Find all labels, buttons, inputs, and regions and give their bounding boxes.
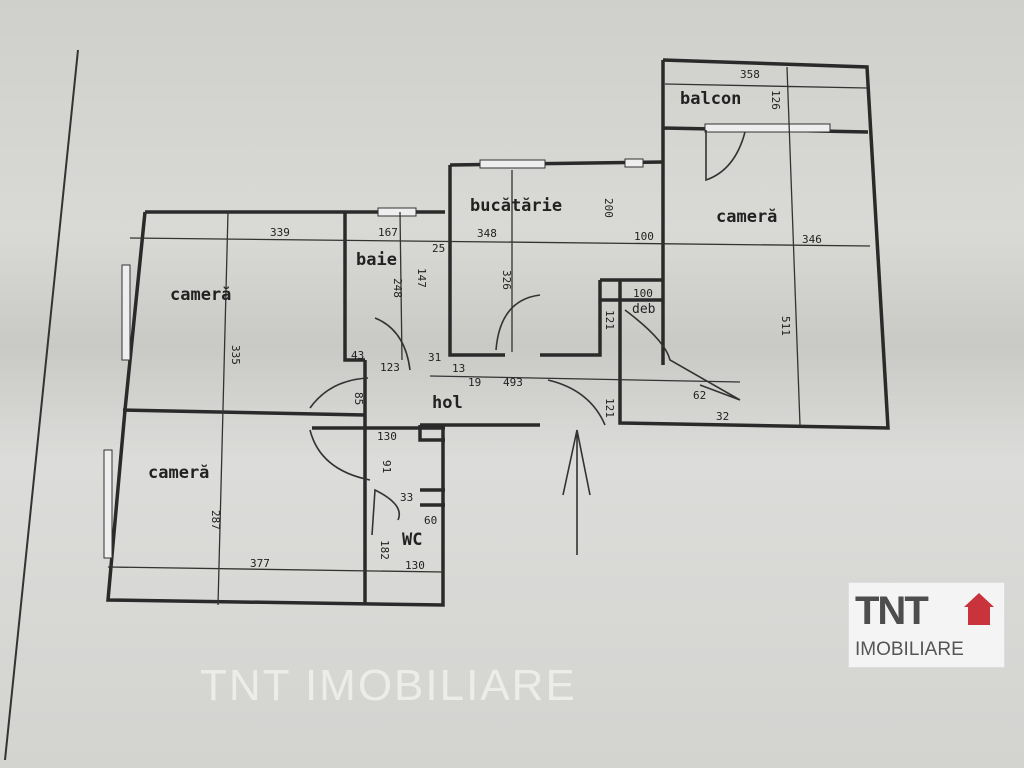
doors [309, 130, 746, 555]
dim-label: 339 [270, 226, 290, 239]
walls [106, 58, 890, 607]
page-edge-line [4, 49, 79, 761]
dim-label: 43 [351, 349, 364, 362]
dim-label: 200 [602, 198, 615, 218]
dim-label: 25 [432, 242, 445, 255]
dim-label: 19 [468, 376, 481, 389]
dim-label: 13 [452, 362, 465, 375]
dim-label: 100 [634, 230, 654, 243]
room-label-balcon: balcon [680, 89, 741, 109]
dim-label: 287 [209, 510, 222, 530]
dim-label: 126 [769, 90, 782, 110]
dim-label: 33 [400, 491, 413, 504]
house-roof-icon [964, 593, 994, 607]
tnt-imobiliare-logo: TNT IMOBILIARE [848, 582, 1005, 668]
dim-label: 147 [415, 268, 428, 288]
dim-label: 62 [693, 389, 706, 402]
dimension-lines [107, 66, 871, 606]
dim-label: 248 [391, 278, 404, 298]
dim-label: 85 [352, 392, 365, 405]
dim-label: 326 [500, 270, 513, 290]
room-label-camera-bottom-left: cameră [148, 463, 209, 483]
dim-label: 31 [428, 351, 441, 364]
logo-subtitle: IMOBILIARE [855, 639, 964, 660]
house-body-icon [968, 607, 990, 625]
dim-label: 121 [603, 398, 616, 418]
dim-label: 377 [250, 557, 270, 570]
dim-label: 130 [405, 559, 425, 572]
dim-label: 130 [377, 430, 397, 443]
watermark-text: TNT IMOBILIARE [200, 661, 577, 710]
dim-label: 100 [633, 287, 653, 300]
dim-label: 121 [603, 310, 616, 330]
dim-label: 335 [229, 345, 242, 365]
room-label-wc: WC [402, 530, 422, 550]
dimension-labels: 339 335 167 248 147 25 348 326 200 100 3… [209, 68, 822, 572]
room-label-hol: hol [432, 393, 463, 413]
dim-label: 167 [378, 226, 398, 239]
dim-label: 123 [380, 361, 400, 374]
dim-label: 32 [716, 410, 729, 423]
dim-label: 91 [380, 460, 393, 473]
dim-label: 511 [779, 316, 792, 336]
dim-label: 358 [740, 68, 760, 81]
room-label-camera-top-left: cameră [170, 285, 231, 305]
room-label-bucatarie: bucătărie [470, 196, 562, 216]
logo-brand: TNT [855, 589, 929, 633]
dim-label: 493 [503, 376, 523, 389]
room-label-camera-right: cameră [716, 207, 777, 227]
dim-label: 348 [477, 227, 497, 240]
dim-label: 182 [378, 540, 391, 560]
room-label-deb: deb [632, 302, 656, 317]
room-label-bale: baie [356, 250, 397, 270]
dim-label: 60 [424, 514, 437, 527]
dim-label: 346 [802, 233, 822, 246]
windows [103, 123, 831, 559]
